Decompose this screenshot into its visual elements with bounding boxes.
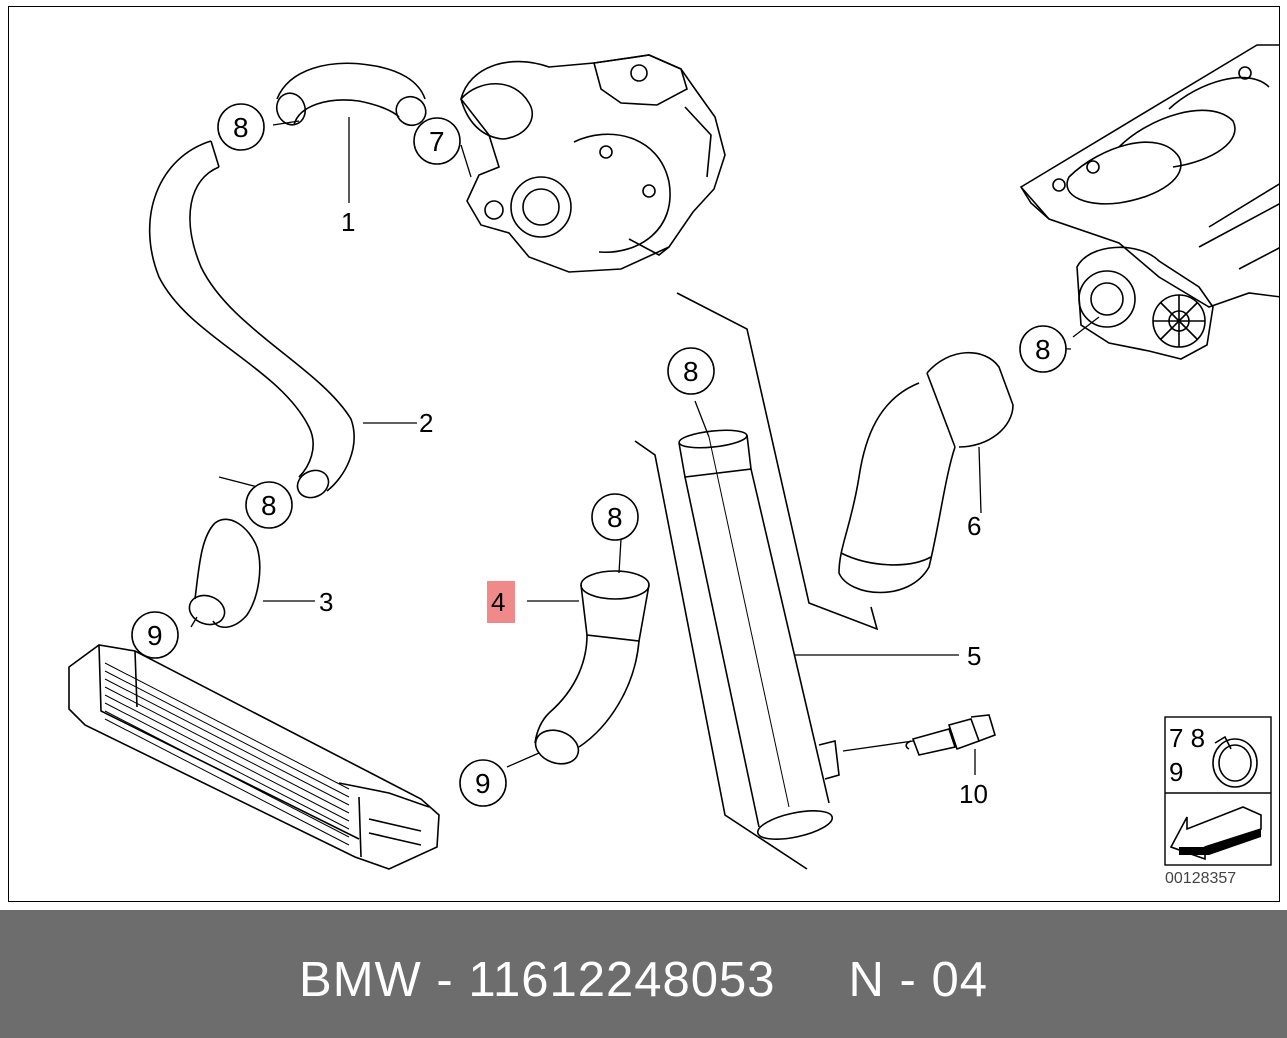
callout-4: 4 bbox=[491, 587, 505, 617]
callout-3: 3 bbox=[319, 587, 333, 617]
sensor-10-drawing bbox=[905, 714, 996, 756]
circle-callout-9-bottom bbox=[459, 759, 507, 807]
pipe-5-drawing bbox=[634, 292, 879, 870]
callout-1: 1 bbox=[341, 207, 355, 237]
intercooler-drawing bbox=[68, 644, 440, 870]
circle-callout-8-pipe bbox=[667, 347, 715, 395]
callout-7: 7 bbox=[429, 126, 445, 157]
callout-9-left: 9 bbox=[147, 620, 163, 651]
orientation-arrow-icon bbox=[1169, 806, 1262, 861]
circle-callout-8-left bbox=[245, 481, 293, 529]
legend-box: 7 8 9 bbox=[1164, 716, 1272, 866]
intake-manifold-drawing bbox=[1019, 44, 1279, 360]
callout-9-bottom: 9 bbox=[475, 768, 491, 799]
callout-8-middle: 8 bbox=[607, 502, 623, 533]
legend-line-1: 7 8 bbox=[1169, 723, 1205, 753]
circle-callout-9-left bbox=[131, 611, 179, 659]
leader-lines bbox=[190, 117, 1100, 775]
diagram-frame: 1 2 3 4 5 6 10 8 7 8 9 9 8 8 8 7 8 9 bbox=[8, 6, 1280, 902]
part-number-caption: BMW - 11612248053 N - 04 bbox=[299, 953, 988, 1007]
callout-6: 6 bbox=[967, 511, 981, 541]
hose-clamp-icon bbox=[1212, 735, 1258, 788]
callout-8-top: 8 bbox=[233, 112, 249, 143]
circle-callout-7 bbox=[413, 117, 461, 165]
part-4-highlight bbox=[487, 581, 515, 623]
callout-8-pipe: 8 bbox=[683, 356, 699, 387]
circle-callout-8-right bbox=[1019, 325, 1067, 373]
circle-callout-8-middle bbox=[591, 493, 639, 541]
footer-bar: BMW - 11612248053 N - 04 bbox=[0, 910, 1287, 1038]
callout-10: 10 bbox=[959, 779, 988, 809]
hose-3-drawing bbox=[188, 518, 261, 628]
reference-number: 00128357 bbox=[1165, 870, 1236, 887]
callout-5: 5 bbox=[967, 641, 981, 671]
hose-1-drawing bbox=[275, 62, 427, 127]
legend-line-2: 9 bbox=[1169, 757, 1183, 787]
circle-callout-8-top bbox=[217, 103, 265, 151]
callout-2: 2 bbox=[419, 408, 433, 438]
hose-2-drawing bbox=[148, 140, 355, 499]
hose-6-drawing bbox=[838, 351, 1014, 594]
callout-8-left: 8 bbox=[261, 490, 277, 521]
hose-4-drawing bbox=[534, 570, 650, 765]
callout-8-right: 8 bbox=[1035, 334, 1051, 365]
parts-diagram: 1 2 3 4 5 6 10 8 7 8 9 9 8 8 8 7 8 9 bbox=[68, 44, 1279, 887]
turbocharger-drawing bbox=[460, 54, 726, 273]
